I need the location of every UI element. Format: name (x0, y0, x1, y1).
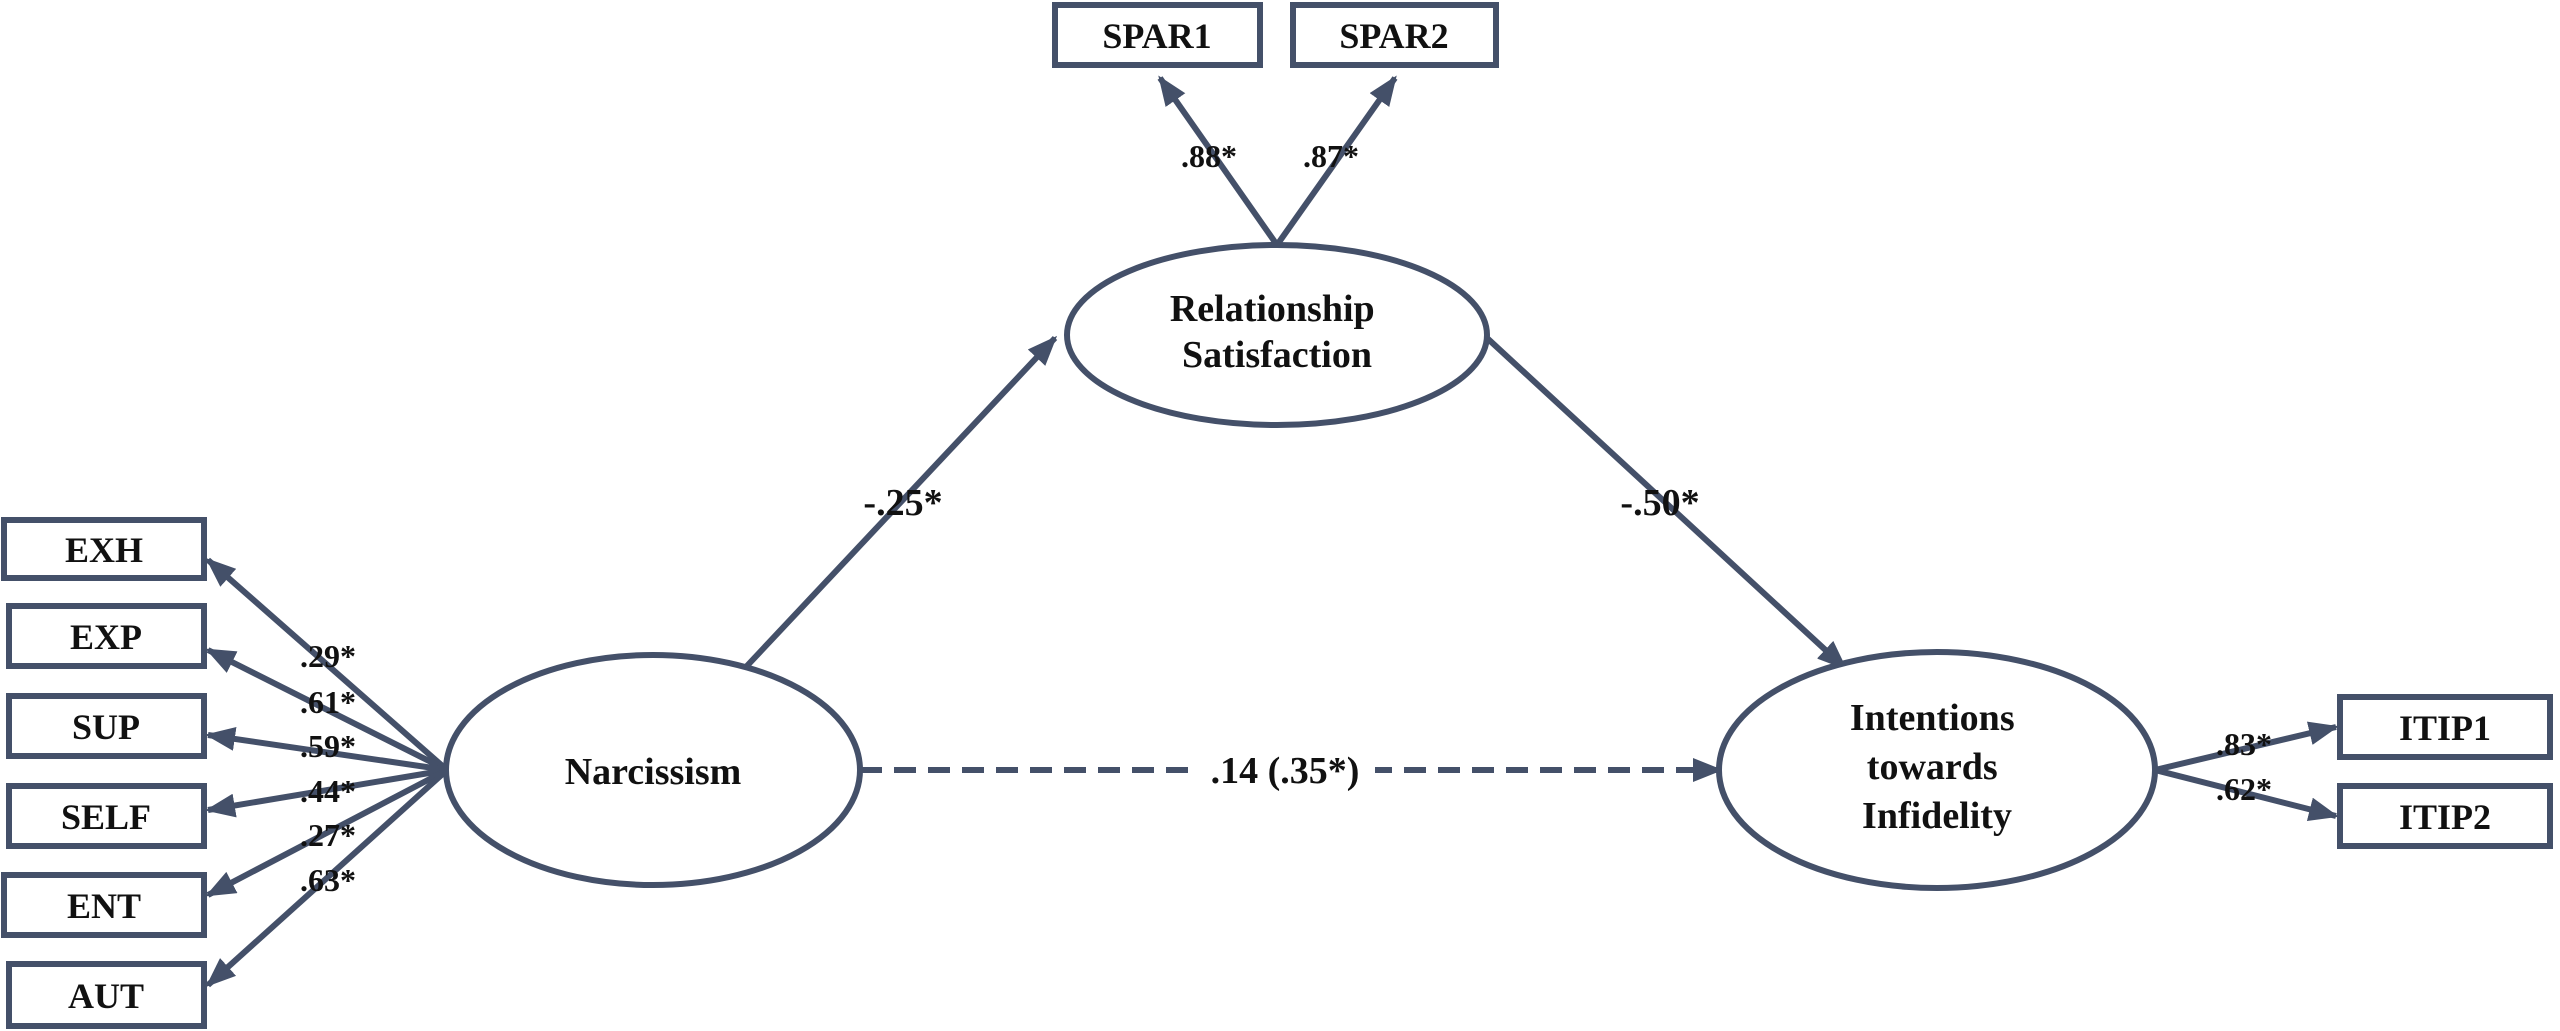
indicator-exh-label: EXH (65, 530, 143, 570)
latent-relationship-satisfaction: Relationship Satisfaction (1064, 242, 1490, 428)
infidelity-indicators: ITIP1 ITIP2 (2337, 694, 2553, 849)
path-narcissism-ent (205, 767, 449, 898)
indicator-exp-box (6, 603, 207, 669)
indicator-itip1-label: ITIP1 (2399, 708, 2491, 748)
loading-itip2: .62* (2216, 771, 2272, 807)
indicator-spar2-label: SPAR2 (1339, 16, 1448, 56)
structural-coefficients: -.25* -.50* .14 (.35*) (863, 482, 1700, 794)
infidelity-loading-labels: .83* .62* (2216, 726, 2272, 807)
latent-narcissism-ellipse (443, 652, 863, 888)
latent-infidelity-label: Intentions towards Infidelity (1850, 697, 2024, 837)
indicator-aut-box (6, 961, 207, 1029)
indicator-ent-box (1, 872, 207, 938)
loading-spar1: .88* (1181, 138, 1237, 174)
loading-itip1: .83* (2216, 726, 2272, 762)
indicator-spar2-box (1290, 2, 1499, 68)
latent-infidelity-line-1: Intentions (1850, 697, 2015, 739)
coef-direct-backing (1195, 742, 1375, 794)
path-narcissism-sup (205, 727, 448, 773)
infidelity-loading-paths (2154, 721, 2339, 821)
loading-exp: .61* (300, 684, 356, 720)
indicator-itip2-box (2337, 783, 2553, 849)
indicator-itip1-box (2337, 694, 2553, 760)
coef-satisfaction-to-infidelity: -.50* (1620, 482, 1699, 524)
coef-narcissism-to-satisfaction: -.25* (863, 482, 942, 524)
path-narcissism-exh (205, 557, 449, 773)
indicator-exp-label: EXP (70, 617, 142, 657)
path-infidelity-itip2 (2154, 767, 2339, 821)
satisfaction-loading-labels: .88* .87* (1181, 138, 1359, 174)
latent-narcissism-label: Narcissism (565, 751, 742, 793)
path-narcissism-self (205, 767, 448, 818)
indicator-itip2: ITIP2 (2337, 783, 2553, 849)
path-narcissism-aut (205, 767, 450, 988)
indicator-exp: EXP (6, 603, 207, 669)
indicator-self: SELF (6, 783, 207, 849)
indicator-aut: AUT (6, 961, 207, 1029)
indicator-spar1-label: SPAR1 (1102, 16, 1211, 56)
latent-intentions-infidelity: Intentions towards Infidelity (1716, 649, 2158, 891)
indicator-spar2: SPAR2 (1290, 2, 1499, 68)
latent-infidelity-line-3: Infidelity (1862, 795, 2012, 837)
indicator-itip2-label: ITIP2 (2399, 797, 2491, 837)
indicator-exh-box (1, 517, 207, 581)
latent-infidelity-ellipse (1716, 649, 2158, 891)
coef-narcissism-to-infidelity: .14 (.35*) (1211, 750, 1360, 792)
latent-satisfaction-line-2: Satisfaction (1182, 334, 1372, 376)
indicator-spar1: SPAR1 (1052, 2, 1263, 68)
latent-satisfaction-label: Relationship Satisfaction (1170, 288, 1384, 376)
narcissism-loading-labels: .29* .61* .59* .44* .27* .63* (300, 638, 356, 898)
path-narcissism-exp (205, 647, 449, 773)
path-satisfaction-spar1 (1157, 75, 1280, 247)
latent-infidelity-line-2: towards (1867, 746, 1998, 788)
indicator-spar1-box (1052, 2, 1263, 68)
satisfaction-loading-paths (1157, 75, 1398, 247)
satisfaction-indicators: SPAR1 SPAR2 (1052, 2, 1499, 68)
indicator-itip1: ITIP1 (2337, 694, 2553, 760)
narcissism-indicators: EXH EXP SUP SELF ENT AUT (1, 517, 207, 1029)
indicator-ent-label: ENT (67, 886, 141, 926)
loading-exh: .29* (300, 638, 356, 674)
loading-aut: .63* (300, 862, 356, 898)
narcissism-loading-paths (205, 557, 450, 988)
indicator-sup-label: SUP (72, 707, 140, 747)
loading-ent: .27* (300, 817, 356, 853)
latent-satisfaction-line-1: Relationship (1170, 288, 1375, 330)
loading-sup: .59* (300, 728, 356, 764)
indicator-exh: EXH (1, 517, 207, 581)
indicator-sup-box (6, 693, 207, 759)
indicator-ent: ENT (1, 872, 207, 938)
loading-self: .44* (300, 773, 356, 809)
indicator-sup: SUP (6, 693, 207, 759)
latent-narcissism: Narcissism (443, 652, 863, 888)
path-satisfaction-spar2 (1274, 75, 1398, 247)
path-infidelity-itip1 (2154, 721, 2339, 773)
path-narcissism-to-satisfaction (742, 335, 1058, 671)
indicator-self-label: SELF (61, 797, 151, 837)
path-satisfaction-to-infidelity (1484, 335, 1848, 671)
indicator-aut-label: AUT (68, 976, 144, 1016)
loading-spar2: .87* (1303, 138, 1359, 174)
indicator-self-box (6, 783, 207, 849)
latent-satisfaction-ellipse (1064, 242, 1490, 428)
